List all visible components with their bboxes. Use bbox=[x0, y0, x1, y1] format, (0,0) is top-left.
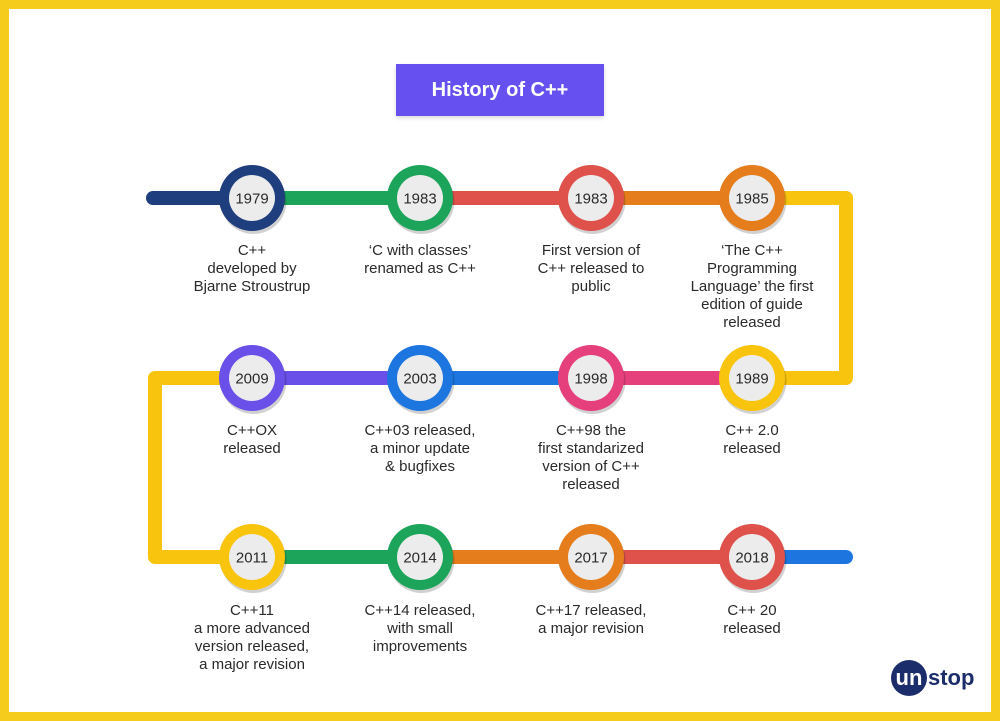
timeline-node-1983: 1983 bbox=[558, 165, 626, 234]
node-year: 2011 bbox=[236, 550, 268, 567]
event-description: C++ developed by Bjarne Stroustrup bbox=[193, 242, 311, 295]
node-center bbox=[397, 355, 443, 401]
event-description: C++98 the first standarized version of C… bbox=[538, 422, 644, 493]
event-description: C++11 a more advanced version released, … bbox=[194, 602, 310, 673]
node-year: 1985 bbox=[735, 191, 768, 208]
timeline-node-2017: 2017 bbox=[558, 524, 626, 593]
node-center bbox=[229, 175, 275, 221]
node-center bbox=[729, 534, 775, 580]
timeline-node-1979: 1979 bbox=[219, 165, 287, 234]
node-year: 1989 bbox=[735, 371, 768, 388]
event-description: ‘The C++ Programming Language’ the first… bbox=[690, 242, 814, 331]
event-description: C++OX released bbox=[223, 422, 281, 457]
node-year: 2018 bbox=[735, 550, 768, 567]
node-center bbox=[729, 175, 775, 221]
event-description: First version of C++ released to public bbox=[537, 242, 645, 295]
node-year: 2009 bbox=[235, 371, 268, 388]
timeline-node-1983: 1983 bbox=[387, 165, 455, 234]
timeline-node-2003: 2003 bbox=[387, 345, 455, 414]
event-description: C++03 released, a minor update & bugfixe… bbox=[364, 422, 476, 475]
logo-text: stop bbox=[928, 665, 975, 690]
node-center bbox=[397, 175, 443, 221]
title-banner: History of C++ bbox=[396, 64, 604, 116]
node-center bbox=[568, 175, 614, 221]
timeline-node-1998: 1998 bbox=[558, 345, 626, 414]
node-center bbox=[397, 534, 443, 580]
connector-segment bbox=[148, 371, 252, 564]
timeline-node-2011: 2011 bbox=[219, 524, 287, 593]
node-center bbox=[229, 534, 275, 580]
event-description: C++14 released, with small improvements bbox=[364, 602, 476, 655]
timeline-node-1989: 1989 bbox=[719, 345, 787, 414]
connector-segment bbox=[752, 191, 853, 385]
event-description: C++ 2.0 released bbox=[723, 422, 781, 457]
node-year: 1983 bbox=[574, 191, 607, 208]
logo-mark: un bbox=[891, 660, 927, 696]
event-description: C++ 20 released bbox=[723, 602, 781, 637]
event-description: ‘C with classes’ renamed as C++ bbox=[364, 242, 476, 277]
node-center bbox=[568, 534, 614, 580]
node-center bbox=[729, 355, 775, 401]
timeline-node-2014: 2014 bbox=[387, 524, 455, 593]
node-center bbox=[229, 355, 275, 401]
node-center bbox=[568, 355, 614, 401]
node-year: 1979 bbox=[235, 191, 268, 208]
node-year: 2014 bbox=[403, 550, 436, 567]
node-year: 2003 bbox=[403, 371, 436, 388]
timeline-node-2009: 2009 bbox=[219, 345, 287, 414]
event-description: C++17 released, a major revision bbox=[535, 602, 647, 637]
timeline-node-2018: 2018 bbox=[719, 524, 787, 593]
node-year: 1983 bbox=[403, 191, 436, 208]
timeline-end-cap bbox=[839, 550, 853, 564]
timeline-node-1985: 1985 bbox=[719, 165, 787, 234]
node-year: 2017 bbox=[574, 550, 607, 567]
unstop-logo: un stop bbox=[891, 660, 974, 696]
node-year: 1998 bbox=[574, 371, 607, 388]
page-title: History of C++ bbox=[431, 78, 569, 101]
